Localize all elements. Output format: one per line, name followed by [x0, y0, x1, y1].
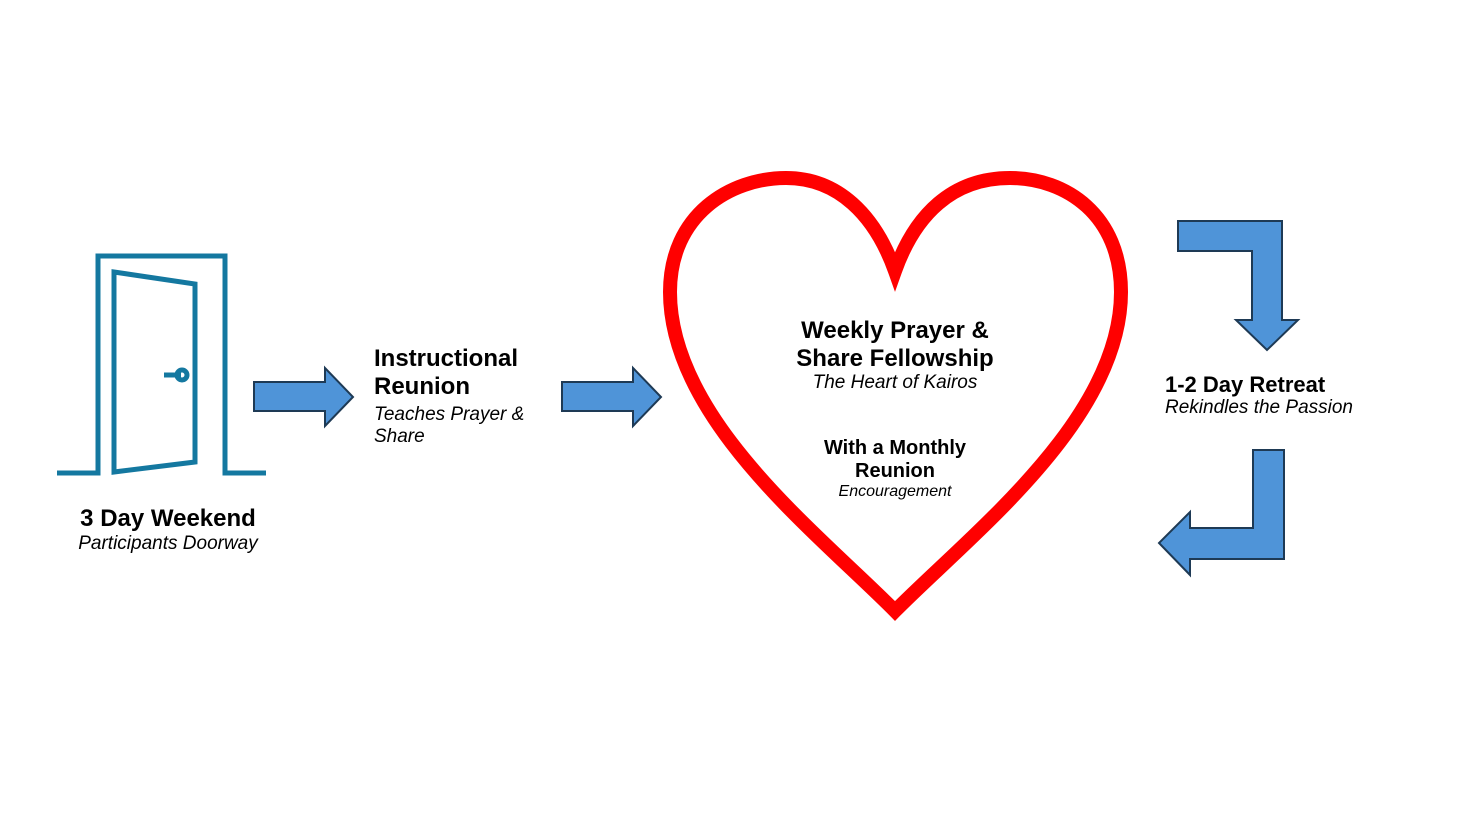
heart-icon	[662, 170, 1129, 621]
retreat-title: 1-2 Day Retreat	[1165, 372, 1326, 397]
instructional-subtitle-line2: Share	[374, 426, 425, 448]
heart-subtitle: The Heart of Kairos	[812, 372, 978, 394]
retreat-label: 1-2 Day Retreat Rekindles the Passion	[1165, 372, 1425, 419]
instructional-title-line2: Reunion	[374, 372, 470, 400]
arrow-right-1	[253, 365, 355, 429]
monthly-title-line2: Reunion	[855, 460, 935, 482]
arrow-right-2	[561, 365, 663, 429]
weekend-subtitle: Participants Doorway	[78, 532, 258, 554]
instructional-subtitle-line1: Teaches Prayer &	[374, 404, 525, 426]
instructional-label: Instructional Reunion Teaches Prayer & S…	[374, 345, 554, 448]
monthly-subtitle: Encouragement	[838, 483, 952, 500]
weekend-label: 3 Day Weekend Participants Doorway	[48, 505, 288, 554]
open-door-icon	[57, 253, 266, 476]
instructional-title-line1: Instructional	[374, 345, 519, 372]
weekend-title: 3 Day Weekend	[80, 505, 256, 532]
heart-title-line2: Share Fellowship	[796, 344, 994, 372]
monthly-title-line1: With a Monthly	[823, 437, 967, 459]
heart-label: Weekly Prayer & Share Fellowship The Hea…	[755, 317, 1035, 394]
bent-arrow-down	[1177, 220, 1301, 352]
heart-title-line1: Weekly Prayer &	[801, 317, 989, 344]
retreat-subtitle: Rekindles the Passion	[1165, 397, 1353, 419]
monthly-label: With a Monthly Reunion Encouragement	[775, 437, 1015, 501]
bent-arrow-left	[1157, 449, 1285, 578]
